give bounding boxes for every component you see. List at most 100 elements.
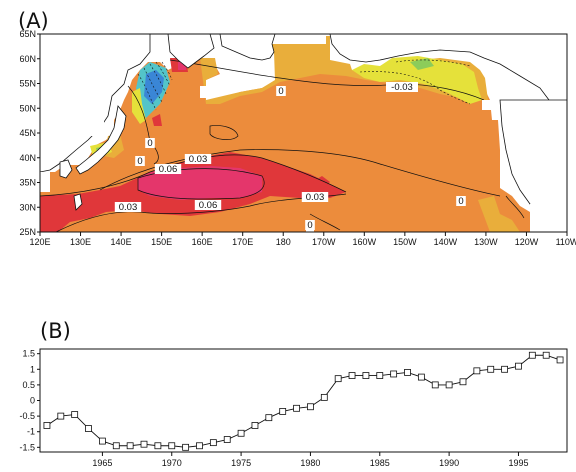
contour-label: -0.03 [391, 82, 413, 93]
series-point [209, 439, 217, 447]
blue-patch [144, 70, 164, 104]
contour-label-bg [184, 154, 212, 164]
series-x-tick-label: 1965 [92, 458, 112, 468]
land-northeast [219, 34, 276, 61]
series-point [140, 440, 148, 448]
series-point [348, 372, 356, 379]
map-x-tick-label: 120E [29, 237, 50, 247]
series-point [487, 365, 495, 373]
series-point [168, 442, 176, 450]
series-y-tick-label: 1 [30, 364, 35, 374]
series-point [501, 365, 508, 373]
contour-label: 0.03 [306, 192, 325, 203]
series-x-tick-label: 1970 [162, 458, 182, 468]
contour-label-bg [386, 82, 418, 92]
contour-label-bg [154, 164, 182, 174]
map-x-tick-label: 150W [393, 237, 417, 247]
series-point [237, 429, 245, 437]
contour-label-bg [276, 86, 286, 96]
series-point [112, 442, 120, 450]
series-point [182, 443, 190, 451]
series-point [293, 404, 300, 412]
series-point [43, 422, 51, 429]
series-point [126, 442, 134, 450]
land-japan [75, 105, 127, 175]
red-spot-west [152, 114, 162, 126]
light-orange-block-east [478, 196, 520, 232]
series-point [196, 442, 203, 450]
series-point [334, 375, 342, 383]
series-point [223, 436, 231, 443]
map-y-tick-label: 25N [19, 227, 36, 237]
map-x-tick-label: 170W [312, 237, 336, 247]
contour-label: 0.03 [119, 202, 138, 213]
magenta-core [138, 166, 262, 200]
map-y-tick-label: 50N [19, 103, 36, 113]
map-x-tick-label: 160E [192, 237, 213, 247]
series-y-tick-label: -1.5 [19, 442, 35, 452]
panel-a-label: (A) [18, 9, 49, 33]
series-point [459, 378, 467, 386]
series-y-tick-label: 1.5 [22, 349, 35, 359]
map-y-tick-label: 45N [19, 128, 36, 138]
map-x-tick-label: 150E [151, 237, 172, 247]
contour-label-bg [305, 220, 315, 230]
series-point [320, 393, 328, 401]
map-x-tick-label: 160W [353, 237, 377, 247]
series-y-tick-label: 0 [30, 396, 35, 406]
series-point [376, 372, 384, 379]
series-point [265, 414, 273, 422]
data-gaps [40, 34, 567, 232]
contour-label-bg [301, 192, 329, 202]
series-x-tick-label: 1990 [439, 458, 459, 468]
red-spot-east [312, 176, 330, 190]
land-asia [40, 34, 151, 173]
map-y-tick-label: 55N [19, 79, 36, 89]
series-point [307, 403, 314, 411]
map-y-tick-label: 65N [19, 29, 36, 39]
series-x-tick-label: 1975 [231, 458, 251, 468]
land-korea [59, 159, 73, 179]
series-point [556, 356, 564, 364]
green-patch-gulf [410, 58, 434, 70]
map-y-tick-label: 35N [19, 178, 36, 188]
series-point [57, 412, 65, 420]
series-point [279, 408, 287, 415]
contour-label: 0 [137, 156, 142, 167]
series-point [251, 422, 259, 429]
map-x-tick-label: 120W [515, 237, 539, 247]
map-y-tick-label: 30N [19, 202, 36, 212]
panel-b-frame [39, 348, 568, 453]
land-masses [40, 34, 567, 232]
series-point [71, 411, 79, 418]
panel-b-label: (B) [40, 319, 71, 343]
map-y-tick-label: 40N [19, 153, 36, 163]
yellow-patch [352, 56, 482, 104]
series-line [46, 354, 561, 448]
series-x-tick-label: 1980 [300, 458, 320, 468]
series-point [431, 381, 439, 389]
land-taiwan [73, 193, 83, 211]
series-y-tick-label: 0.5 [22, 380, 35, 390]
contour-label-bg [114, 202, 142, 212]
negative-contours [137, 59, 471, 111]
contour-label-bg [456, 196, 466, 206]
series-point [445, 381, 453, 389]
contour-label: 0.06 [159, 164, 178, 175]
series-point [85, 425, 92, 432]
series-y-tick-label: -0.5 [19, 411, 35, 421]
map-y-tick-label: 60N [19, 54, 36, 64]
series-point [473, 367, 481, 375]
contour-label: 0 [278, 86, 283, 97]
map-x-tick-label: 110W [556, 237, 576, 247]
series-point [390, 370, 398, 378]
map-x-tick-label: 140W [434, 237, 458, 247]
contour-label-bg [145, 138, 155, 148]
series-point [515, 362, 522, 370]
series-point [417, 373, 425, 381]
series-point [528, 351, 536, 359]
